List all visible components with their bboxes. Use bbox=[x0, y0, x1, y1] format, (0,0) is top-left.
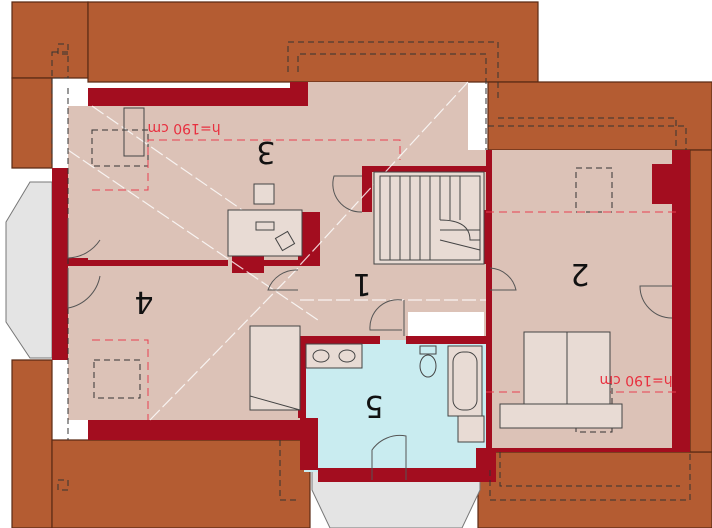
room4-furniture bbox=[249, 325, 301, 411]
room3-furniture bbox=[123, 107, 303, 257]
exterior-walls bbox=[52, 82, 690, 482]
room-label-5: 5 bbox=[364, 388, 383, 423]
bay-window bbox=[5, 181, 53, 359]
roof-outline-dashed bbox=[51, 41, 691, 501]
doors bbox=[67, 175, 673, 480]
staircase bbox=[373, 171, 485, 265]
bathroom-fixtures bbox=[305, 343, 485, 443]
room2-furniture bbox=[499, 331, 623, 429]
room-label-3: 3 bbox=[256, 134, 275, 169]
room-labels: 3 4 1 2 5 bbox=[134, 134, 589, 423]
room-label-1: 1 bbox=[352, 266, 371, 301]
interior-walls bbox=[68, 166, 492, 450]
height-label-room2: h=190 cm bbox=[599, 372, 672, 388]
height-label-room3: h=190 cm bbox=[147, 120, 220, 136]
room-label-4: 4 bbox=[134, 284, 153, 319]
room-label-2: 2 bbox=[570, 256, 589, 291]
